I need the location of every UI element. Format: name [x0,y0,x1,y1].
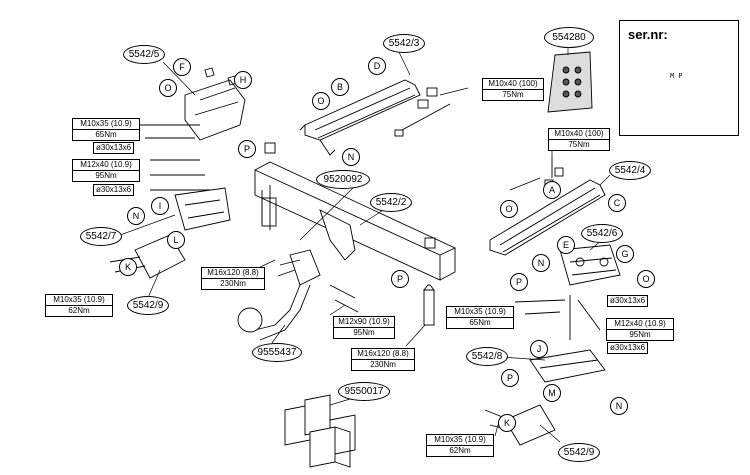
spec-line: M10x40 (100) [488,79,538,88]
spec-line: 65Nm [447,317,513,328]
part-label-5542-5: 5542/5 [123,45,165,64]
callout-letter: I [151,197,169,215]
part-label-5542-9-right: 5542/9 [558,443,600,462]
callout-letter: N [532,254,550,272]
main-crossbar [254,142,457,281]
spec-washer-left-1: ø30x13x6 [93,142,135,154]
spec-line: M16x120 (8.8) [357,349,409,358]
bolt-stack-right [514,295,601,340]
spec-line: M12x40 (10.9) [80,160,132,169]
spec-line: M10x35 (10.9) [434,435,486,444]
spec-m12x40-95nm-left: M12x40 (10.9) 95Nm [72,159,140,182]
part-label-5542-8: 5542/8 [466,347,508,366]
callout-letter: M [543,384,561,402]
callout-letter: P [238,140,256,158]
instruction-card [547,51,593,113]
part-label-9520092: 9520092 [316,170,370,189]
spec-line: 95Nm [334,327,394,338]
spec-line: 65Nm [73,129,139,140]
callout-letter: N [610,397,628,415]
part-label-5542-6: 5542/6 [581,224,623,243]
plate-right-lower [484,404,556,446]
callout-letter: A [543,181,561,199]
callout-letter: B [331,78,349,96]
spec-line: M16x120 (8.8) [207,268,259,277]
spec-m16x120-230nm-right: M16x120 (8.8) 230Nm [351,348,415,371]
callout-letter: P [501,369,519,387]
spec-line: M12x40 (10.9) [614,319,666,328]
callout-letter: P [391,270,409,288]
bracket-right-lower [529,349,606,383]
spec-line: M10x35 (10.9) [454,307,506,316]
spec-line: 75Nm [549,139,609,150]
callout-letter: L [167,231,185,249]
spec-line: 75Nm [483,89,543,100]
callout-letter: E [557,236,575,254]
spec-line: 230Nm [202,278,264,289]
spec-line: M12x90 (10.9) [338,317,390,326]
callout-letter: G [616,245,634,263]
spec-m10x35-65nm-left: M10x35 (10.9) 65Nm [72,118,140,141]
callout-letter: K [119,258,137,276]
spec-line: 62Nm [46,305,112,316]
serial-label: ser.nr: [628,27,668,42]
callout-letter: K [498,414,516,432]
spec-m16x120-230nm-left: M16x120 (8.8) 230Nm [201,267,265,290]
spec-m10x40-75nm-right: M10x40 (100) 75Nm [548,128,610,151]
spec-m12x90-95nm: M12x90 (10.9) 95Nm [333,316,395,339]
callout-letter: O [500,200,518,218]
spec-line: 95Nm [73,170,139,181]
spec-line: M10x35 (10.9) [80,119,132,128]
spec-washer-left-2: ø30x13x6 [93,184,135,196]
spec-line: 62Nm [427,445,493,456]
callout-letter: O [312,92,330,110]
callout-letter: D [368,57,386,75]
serial-number-box: ser.nr: M P [619,20,739,136]
bracket-left-lower [174,187,231,231]
spec-m12x40-95nm-right: M12x40 (10.9) 95Nm [606,318,674,341]
callout-letter: O [637,270,655,288]
spec-washer-right-1: ø30x13x6 [607,295,649,307]
callout-letter: H [234,71,252,89]
tow-ball-assembly [237,249,321,341]
part-label-9550017: 9550017 [338,382,390,401]
spec-line: M10x35 (10.9) [53,295,105,304]
spec-washer-right-2: ø30x13x6 [607,342,649,354]
spec-m10x40-75nm-upper: M10x40 (100) 75Nm [482,78,544,101]
bracket-right [559,244,621,286]
part-label-554280: 554280 [544,27,594,48]
part-label-5542-4: 5542/4 [609,161,651,180]
callout-letter: N [127,207,145,225]
spec-line: 230Nm [352,359,414,370]
side-beam-right [489,156,606,256]
part-label-5542-7: 5542/7 [80,227,122,246]
side-beam-upper [299,79,451,156]
callout-letter: O [159,79,177,97]
bolt-stack-left [140,124,210,191]
spec-line: 95Nm [607,329,673,340]
callout-letter: J [530,340,548,358]
spec-line: M10x40 (100) [554,129,604,138]
callout-letter: F [173,58,191,76]
spec-m10x35-62nm-right: M10x35 (10.9) 62Nm [426,434,494,457]
part-label-5542-3: 5542/3 [383,34,425,53]
spec-m10x35-65nm-right: M10x35 (10.9) 65Nm [446,306,514,329]
callout-letter: N [342,148,360,166]
part-label-5542-2: 5542/2 [370,193,412,212]
spec-m10x35-62nm-left: M10x35 (10.9) 62Nm [45,294,113,317]
part-label-5542-9-left: 5542/9 [127,296,169,315]
part-label-9555437: 9555437 [252,343,302,362]
callout-letter: P [510,273,528,291]
callout-letter: C [608,194,626,212]
serial-plate-text: M P [670,73,683,81]
electrical-kit-boxes [284,394,356,468]
bolts-middle-right [329,284,435,326]
